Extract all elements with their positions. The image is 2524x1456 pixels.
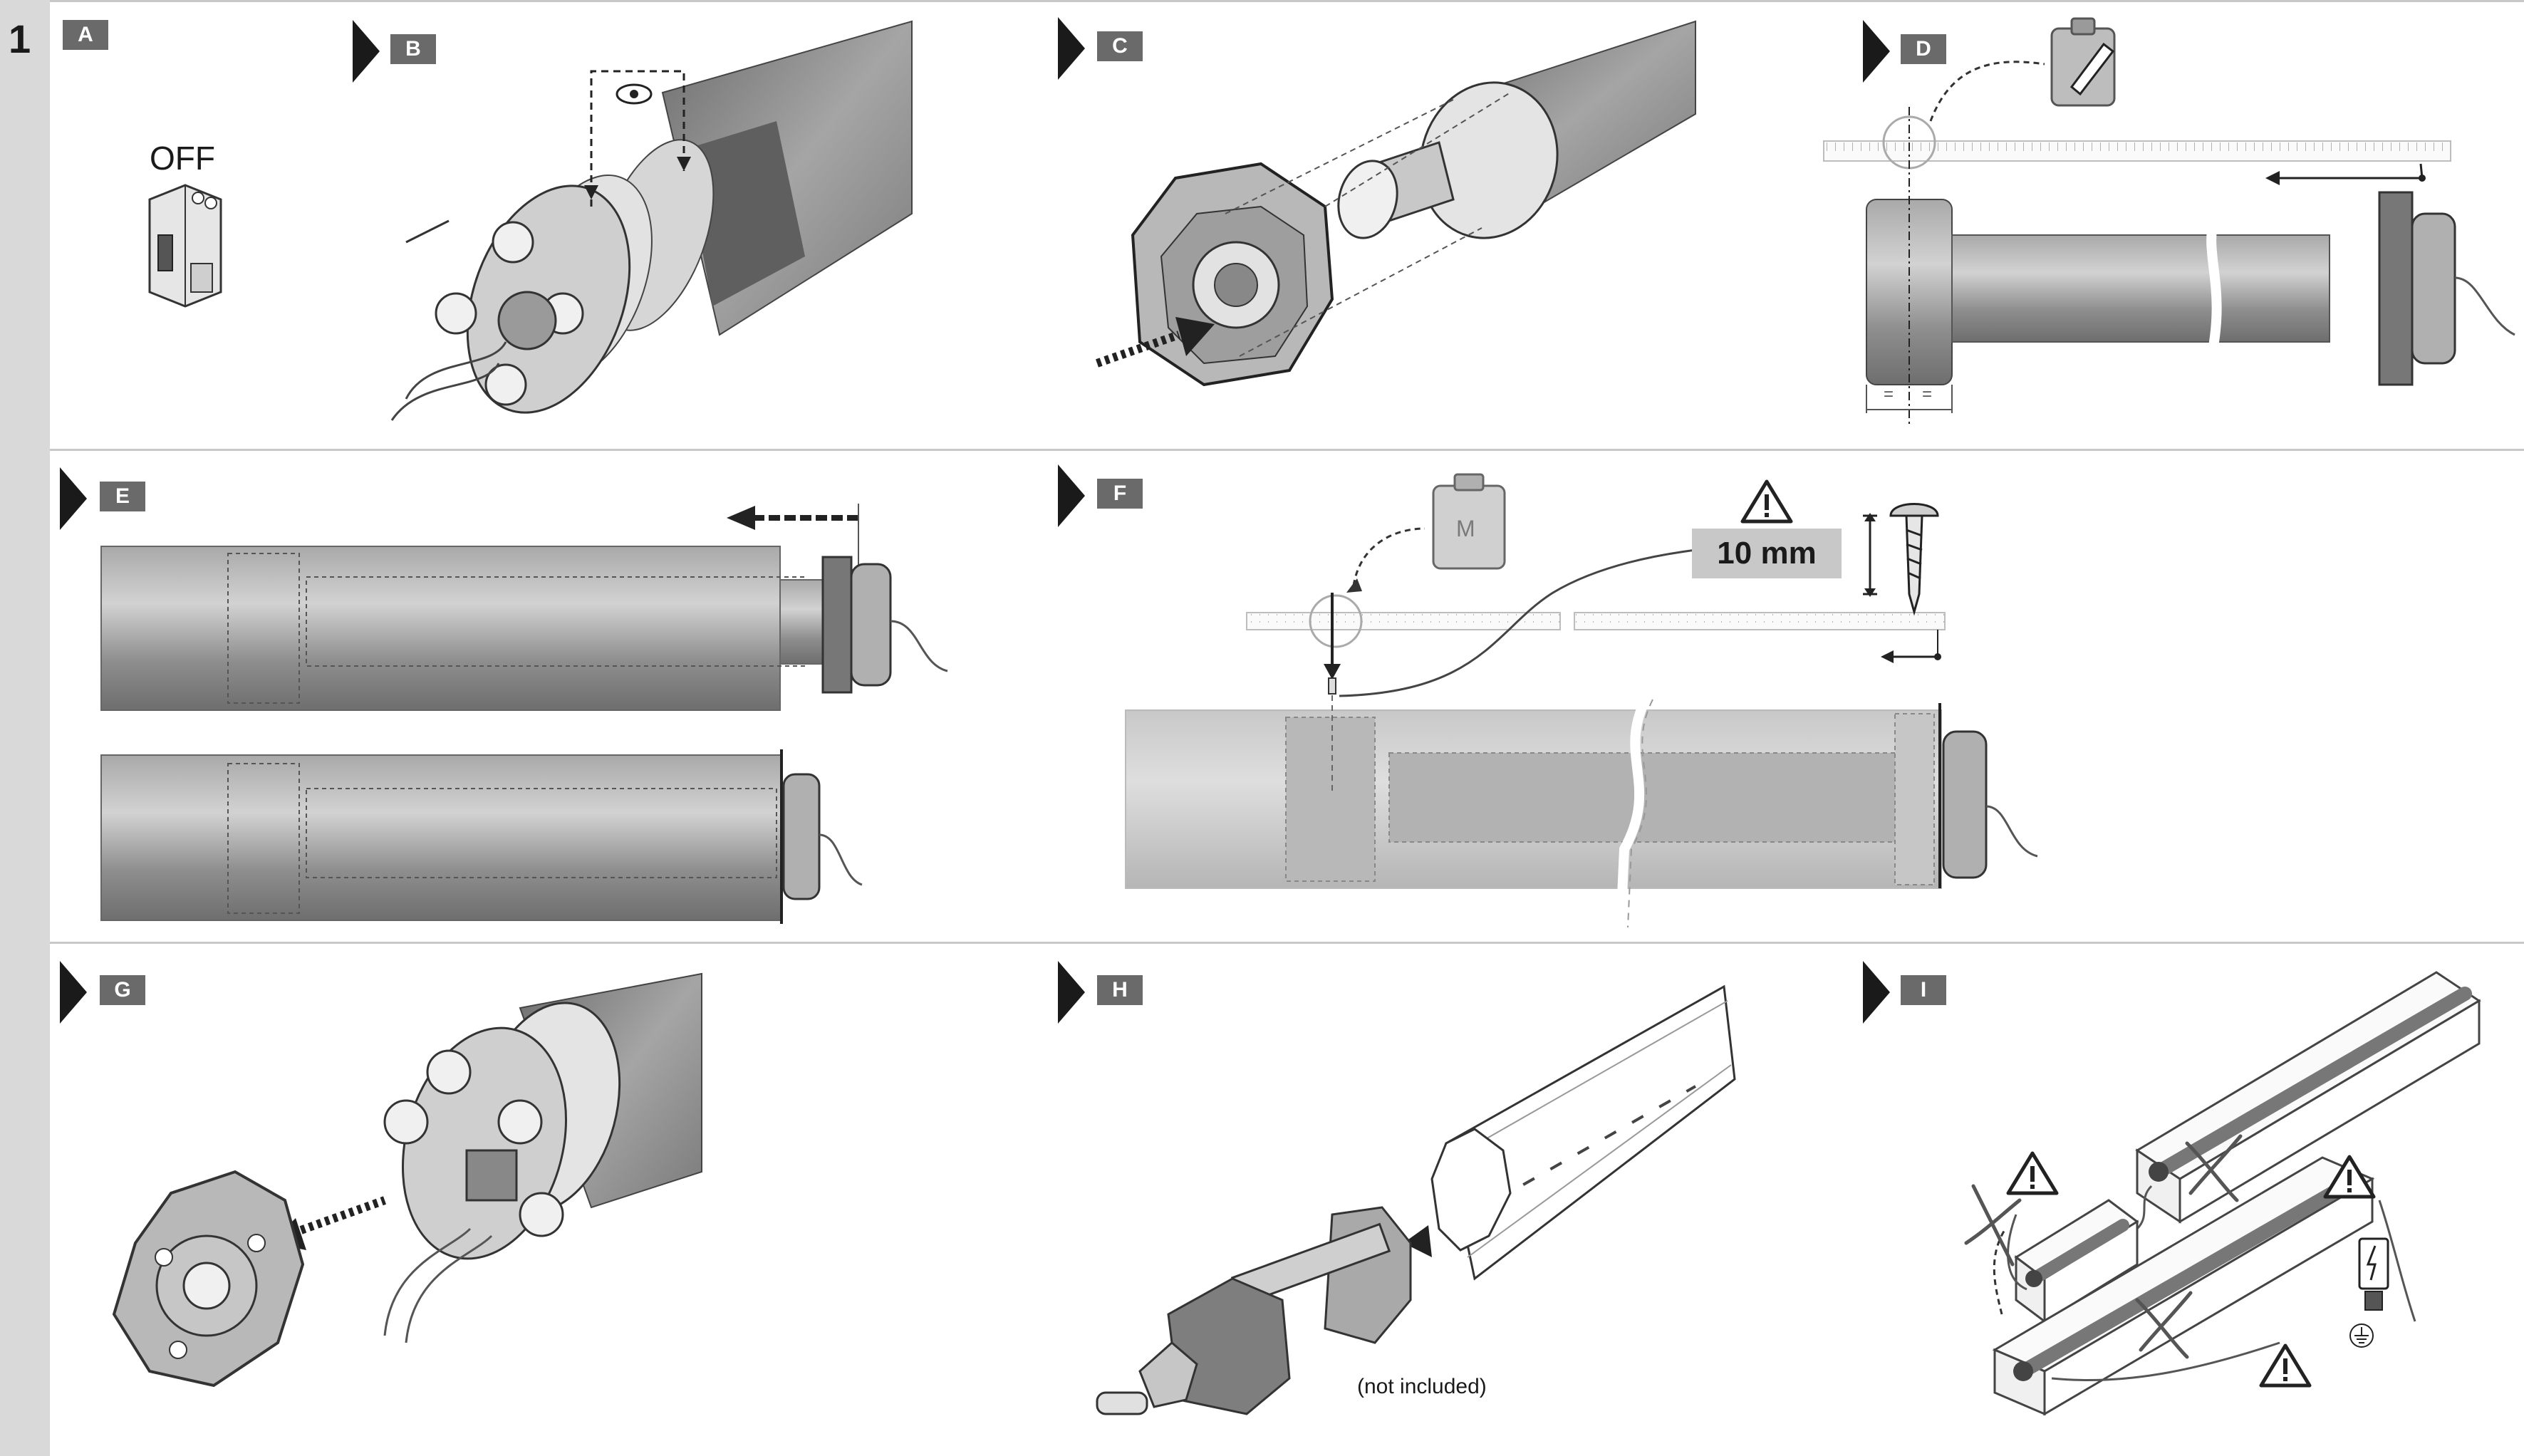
panel-h: H (not included) xyxy=(1054,944,1859,1456)
circuit-breaker-icon xyxy=(148,184,222,308)
cross-icon xyxy=(2135,1291,2193,1359)
screw-icon xyxy=(1889,503,1939,616)
end-cap-drawing xyxy=(1096,984,1736,1415)
step-pointer-f xyxy=(1058,464,1085,527)
step-pointer-b xyxy=(353,20,380,83)
warning-icon xyxy=(1740,479,1793,524)
badge-b: B xyxy=(390,34,436,64)
off-label: OFF xyxy=(150,140,215,177)
drive-wheel-drawing xyxy=(112,972,702,1388)
panel-i: I xyxy=(1852,944,2524,1456)
badge-e: E xyxy=(100,482,145,511)
warning-icon xyxy=(2259,1343,2312,1388)
equal-mark-left: = xyxy=(1884,385,1894,404)
power-outlet-icon xyxy=(2358,1237,2389,1311)
row-divider-2 xyxy=(50,942,2524,944)
cable-routing-drawing xyxy=(1992,971,2481,1416)
marker-letter: M xyxy=(1456,516,1475,541)
panel-d: D = = xyxy=(1823,0,2524,449)
step-pointer-h xyxy=(1058,961,1085,1024)
panel-f: F M 10 mm xyxy=(1054,450,2524,942)
tube-measurement-drawing xyxy=(1823,61,2515,427)
panel-a: A OFF xyxy=(50,0,335,449)
panel-c: C xyxy=(1054,0,1838,449)
octagonal-adapter-drawing xyxy=(1096,20,1696,387)
badge-i: I xyxy=(1901,975,1946,1005)
step-pointer-i xyxy=(1863,961,1890,1024)
clearance-label: 10 mm xyxy=(1692,529,1842,578)
panel-e: E xyxy=(50,450,1047,942)
cross-icon xyxy=(2185,1134,2243,1202)
badge-h: H xyxy=(1097,975,1143,1005)
ground-icon xyxy=(2349,1324,2374,1348)
step-pointer-c xyxy=(1058,17,1085,80)
eye-icon xyxy=(616,83,653,105)
panel-g: G xyxy=(50,944,1047,1456)
badge-g: G xyxy=(100,975,145,1005)
step-pointer-g xyxy=(60,961,87,1024)
step-sidebar xyxy=(0,0,50,1456)
step-number: 1 xyxy=(9,16,31,61)
tube-fixing-drawing xyxy=(1125,513,2038,928)
warning-icon xyxy=(2323,1155,2376,1199)
panel-b: B xyxy=(349,0,1061,449)
badge-a: A xyxy=(63,20,108,50)
top-divider xyxy=(50,0,2524,2)
warning-icon xyxy=(2006,1151,2059,1195)
equal-mark-right: = xyxy=(1922,385,1933,404)
step-pointer-d xyxy=(1863,20,1890,83)
badge-f: F xyxy=(1097,479,1143,509)
not-included-note: (not included) xyxy=(1357,1375,1487,1398)
clipboard-pencil-icon xyxy=(2050,17,2116,107)
cross-icon xyxy=(1964,1184,2022,1267)
motor-insertion-drawing xyxy=(100,504,948,924)
marker-icon xyxy=(1432,473,1506,570)
row-divider-1 xyxy=(50,449,2524,451)
badge-c: C xyxy=(1097,31,1143,61)
motor-head-drawing xyxy=(390,20,913,421)
badge-d: D xyxy=(1901,34,1946,64)
step-pointer-e xyxy=(60,467,87,530)
